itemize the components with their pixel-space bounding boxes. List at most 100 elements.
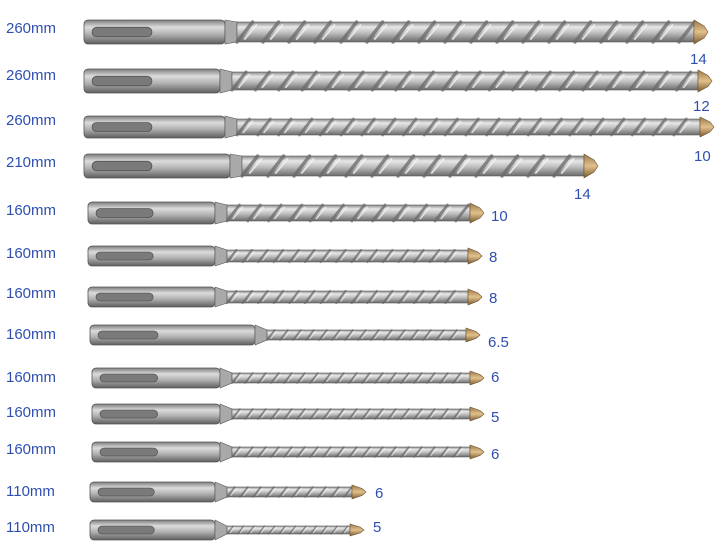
length-label-4: 210mm [6,154,57,171]
spiral [231,408,462,420]
drill-bit-13 [89,519,365,541]
drill-bit-11 [91,441,485,463]
neck [224,19,238,45]
spiral [231,446,462,458]
carbide-tip [467,288,483,306]
spiral [235,20,697,44]
drill-bit-4 [83,153,599,179]
length-label-12: 110mm [6,483,55,500]
carbide-tip [469,370,485,386]
carbide-tip [693,19,709,45]
spiral-highlight [235,410,464,418]
length-label-3: 260mm [6,112,57,129]
length-label-1: 260mm [6,20,57,37]
sds-groove [99,447,158,457]
neck [214,286,228,308]
carbide-tip [583,153,599,179]
drill-bit-2 [83,68,713,94]
spiral-highlight [243,24,674,40]
carbide-tip [351,484,367,500]
neck [229,153,243,179]
length-label-2: 260mm [6,67,57,84]
diameter-label-9: 6 [491,369,500,386]
spiral [225,203,470,223]
neck [219,367,233,389]
neck [219,403,233,425]
diameter-label-5: 10 [491,208,508,225]
spiral [235,117,688,137]
diameter-label-6: 8 [489,249,498,266]
carbide-tip [465,327,481,343]
length-label-13: 110mm [6,519,55,536]
length-label-5: 160mm [6,202,57,219]
sds-groove [91,75,153,87]
neck [214,519,228,541]
carbide-tip [699,116,715,138]
sds-groove [97,487,155,497]
carbide-tip [469,202,485,224]
spiral [240,154,572,178]
sds-groove [95,251,154,261]
spiral-highlight [229,526,350,534]
spiral [230,70,693,92]
spiral-highlight [242,120,691,134]
sds-groove [91,160,153,172]
sds-groove [99,409,158,419]
neck [214,481,228,503]
drill-bit-3 [83,115,715,139]
flute [236,21,695,43]
diameter-label-7: 8 [489,290,498,307]
spiral [231,372,462,384]
drill-bit-12 [89,481,367,503]
drill-bit-9 [91,367,485,389]
diameter-label-10: 5 [491,409,500,426]
spiral [225,248,456,264]
length-label-8: 160mm [6,326,57,343]
drill-bit-8 [89,324,481,346]
sds-groove [95,208,154,218]
neck [254,324,268,346]
drill-bit-1 [83,19,709,45]
drill-bit-10 [91,403,485,425]
sds-groove [95,292,154,302]
neck [224,115,238,139]
sds-groove [99,373,158,383]
spiral [226,525,349,535]
spiral-highlight [230,488,342,496]
spiral-highlight [248,158,575,174]
sds-groove [91,122,153,132]
sds-groove [97,330,159,340]
spiral-highlight [235,374,464,382]
spiral [266,329,458,341]
diameter-label-3: 10 [694,148,711,165]
diameter-label-11: 6 [491,446,500,463]
length-label-9: 160mm [6,369,57,386]
length-label-11: 160mm [6,441,57,458]
diameter-label-1: 14 [690,51,707,68]
diameter-label-13: 5 [373,519,382,536]
carbide-tip [469,406,485,422]
spiral-highlight [238,73,695,89]
spiral-highlight [231,251,458,261]
length-label-10: 160mm [6,404,57,421]
length-label-6: 160mm [6,245,57,262]
neck [214,245,228,267]
drill-bit-6 [87,245,483,267]
spiral-highlight [232,206,452,220]
spiral [225,289,456,305]
sds-groove [97,525,155,535]
drill-bit-7 [87,286,483,308]
neck [219,68,233,94]
flute [231,71,699,91]
neck [219,441,233,463]
carbide-tip [467,247,483,265]
spiral [226,486,353,498]
carbide-tip [349,523,365,537]
drill-bit-5 [87,201,485,225]
diameter-label-2: 12 [693,98,710,115]
spiral-highlight [231,292,458,302]
spiral-highlight [235,448,464,456]
neck [214,201,228,225]
